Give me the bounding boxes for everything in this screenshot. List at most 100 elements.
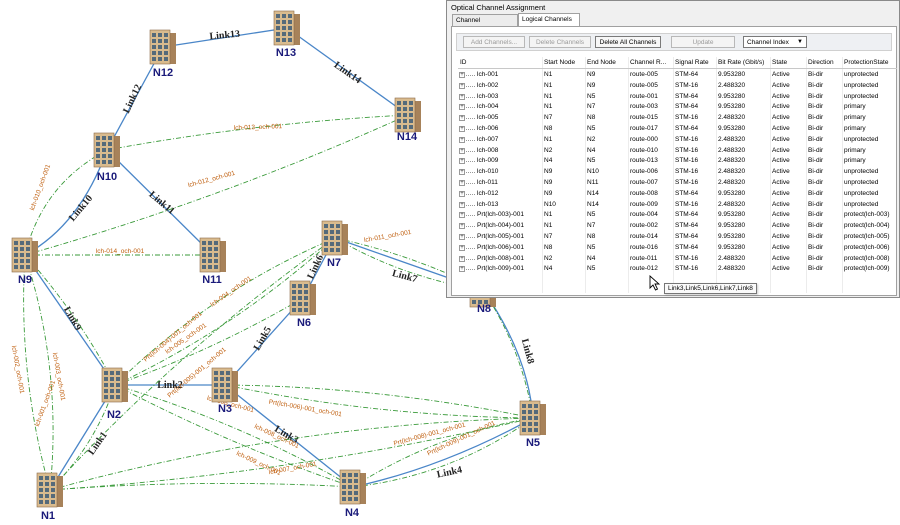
expand-icon[interactable]: + [459,234,465,240]
expand-icon[interactable]: + [459,190,465,197]
optical-channel-path[interactable] [114,297,304,386]
optical-channel-path[interactable] [49,417,534,491]
expand-icon[interactable]: + [459,115,465,122]
expand-icon[interactable]: + [459,104,465,111]
link-link4[interactable] [352,417,534,488]
expand-icon[interactable]: + [459,223,465,230]
tab-channel-parameters[interactable]: Channel Parameters [452,14,518,36]
expand-icon[interactable]: + [459,136,465,143]
optical-channel-path[interactable] [24,254,54,491]
expand-icon[interactable]: + [459,72,465,78]
node-n1[interactable]: N1 [36,472,63,522]
expand-icon[interactable]: + [459,244,465,251]
node-n4[interactable]: N4 [339,469,366,519]
expand-icon[interactable]: + [459,201,465,208]
optical-channel-path[interactable] [352,417,534,488]
expand-icon[interactable]: + [459,266,465,273]
node-n11[interactable]: N11 [199,237,226,286]
add-channels-button[interactable]: Add Channels... [463,36,525,48]
table-cell: N2 [544,146,553,154]
channel-sort-select[interactable]: Channel Index ▼ [743,36,807,48]
node-n14[interactable]: N14 [394,97,421,143]
expand-icon[interactable]: + [459,158,465,165]
link-link1[interactable] [49,384,116,491]
optical-channel-path[interactable] [114,237,336,386]
optical-channel-path[interactable] [114,237,336,386]
link-link13[interactable] [162,27,288,48]
building-window [45,494,49,498]
node-n13[interactable]: N13 [273,10,300,59]
column-header[interactable]: End Node [587,59,616,66]
optical-channel-path[interactable] [114,384,354,488]
expand-icon[interactable]: + [459,255,465,262]
column-header[interactable]: ProtectionState [844,59,889,66]
building-window [288,14,292,18]
tab-logical-channels[interactable]: Logical Channels [518,13,580,26]
optical-channel-path[interactable] [24,114,409,256]
column-header[interactable]: Direction [808,59,834,66]
node-n6[interactable]: N6 [289,280,316,329]
optical-channel-path[interactable] [106,114,409,151]
column-header[interactable]: Bit Rate (Gbit/s) [718,59,765,66]
column-header[interactable]: Start Node [544,59,576,66]
building-window [96,160,100,164]
optical-channel-path[interactable] [49,237,336,491]
node-n5[interactable]: N5 [519,400,546,449]
link-link14[interactable] [286,27,409,116]
expand-icon[interactable]: + [459,169,465,176]
optical-channel-path[interactable] [114,384,354,488]
node-n12[interactable]: N12 [149,29,176,79]
building-window [226,371,230,375]
node-n2[interactable]: N2 [101,367,128,421]
link-link3[interactable] [224,384,354,488]
expand-icon[interactable]: + [459,82,465,89]
expand-icon[interactable]: + [459,147,465,154]
optical-channel-path[interactable] [352,417,534,488]
node-n9[interactable]: N9 [11,237,38,286]
expand-icon[interactable]: + [459,212,465,219]
node-n10[interactable]: N10 [93,132,120,183]
column-header[interactable]: ID [460,59,467,66]
column-header[interactable]: Channel R... [630,59,667,66]
column-header[interactable]: Signal Rate [675,59,709,66]
building-window [45,482,49,486]
column-header[interactable]: State [772,59,788,66]
delete-channels-button[interactable]: Delete Channels [529,36,591,48]
optical-channel-path[interactable] [224,384,534,419]
node-n7[interactable]: N7 [321,220,348,269]
expand-icon[interactable]: + [459,126,465,132]
link-link9[interactable] [24,254,116,386]
building-window [108,160,112,164]
expand-icon[interactable]: + [459,180,465,186]
link-link11[interactable] [106,149,214,256]
expand-icon[interactable]: + [459,93,465,100]
optical-channel-path[interactable] [23,254,51,491]
optical-channel-path[interactable] [49,417,534,491]
optical-channel-path[interactable] [49,482,354,491]
update-button[interactable]: Update [671,36,735,48]
optical-channel-path[interactable] [24,149,108,256]
node-n3[interactable]: N3 [211,367,238,415]
optical-channel-path[interactable] [224,384,534,419]
delete-all-channels-button[interactable]: Delete All Channels [595,36,661,48]
